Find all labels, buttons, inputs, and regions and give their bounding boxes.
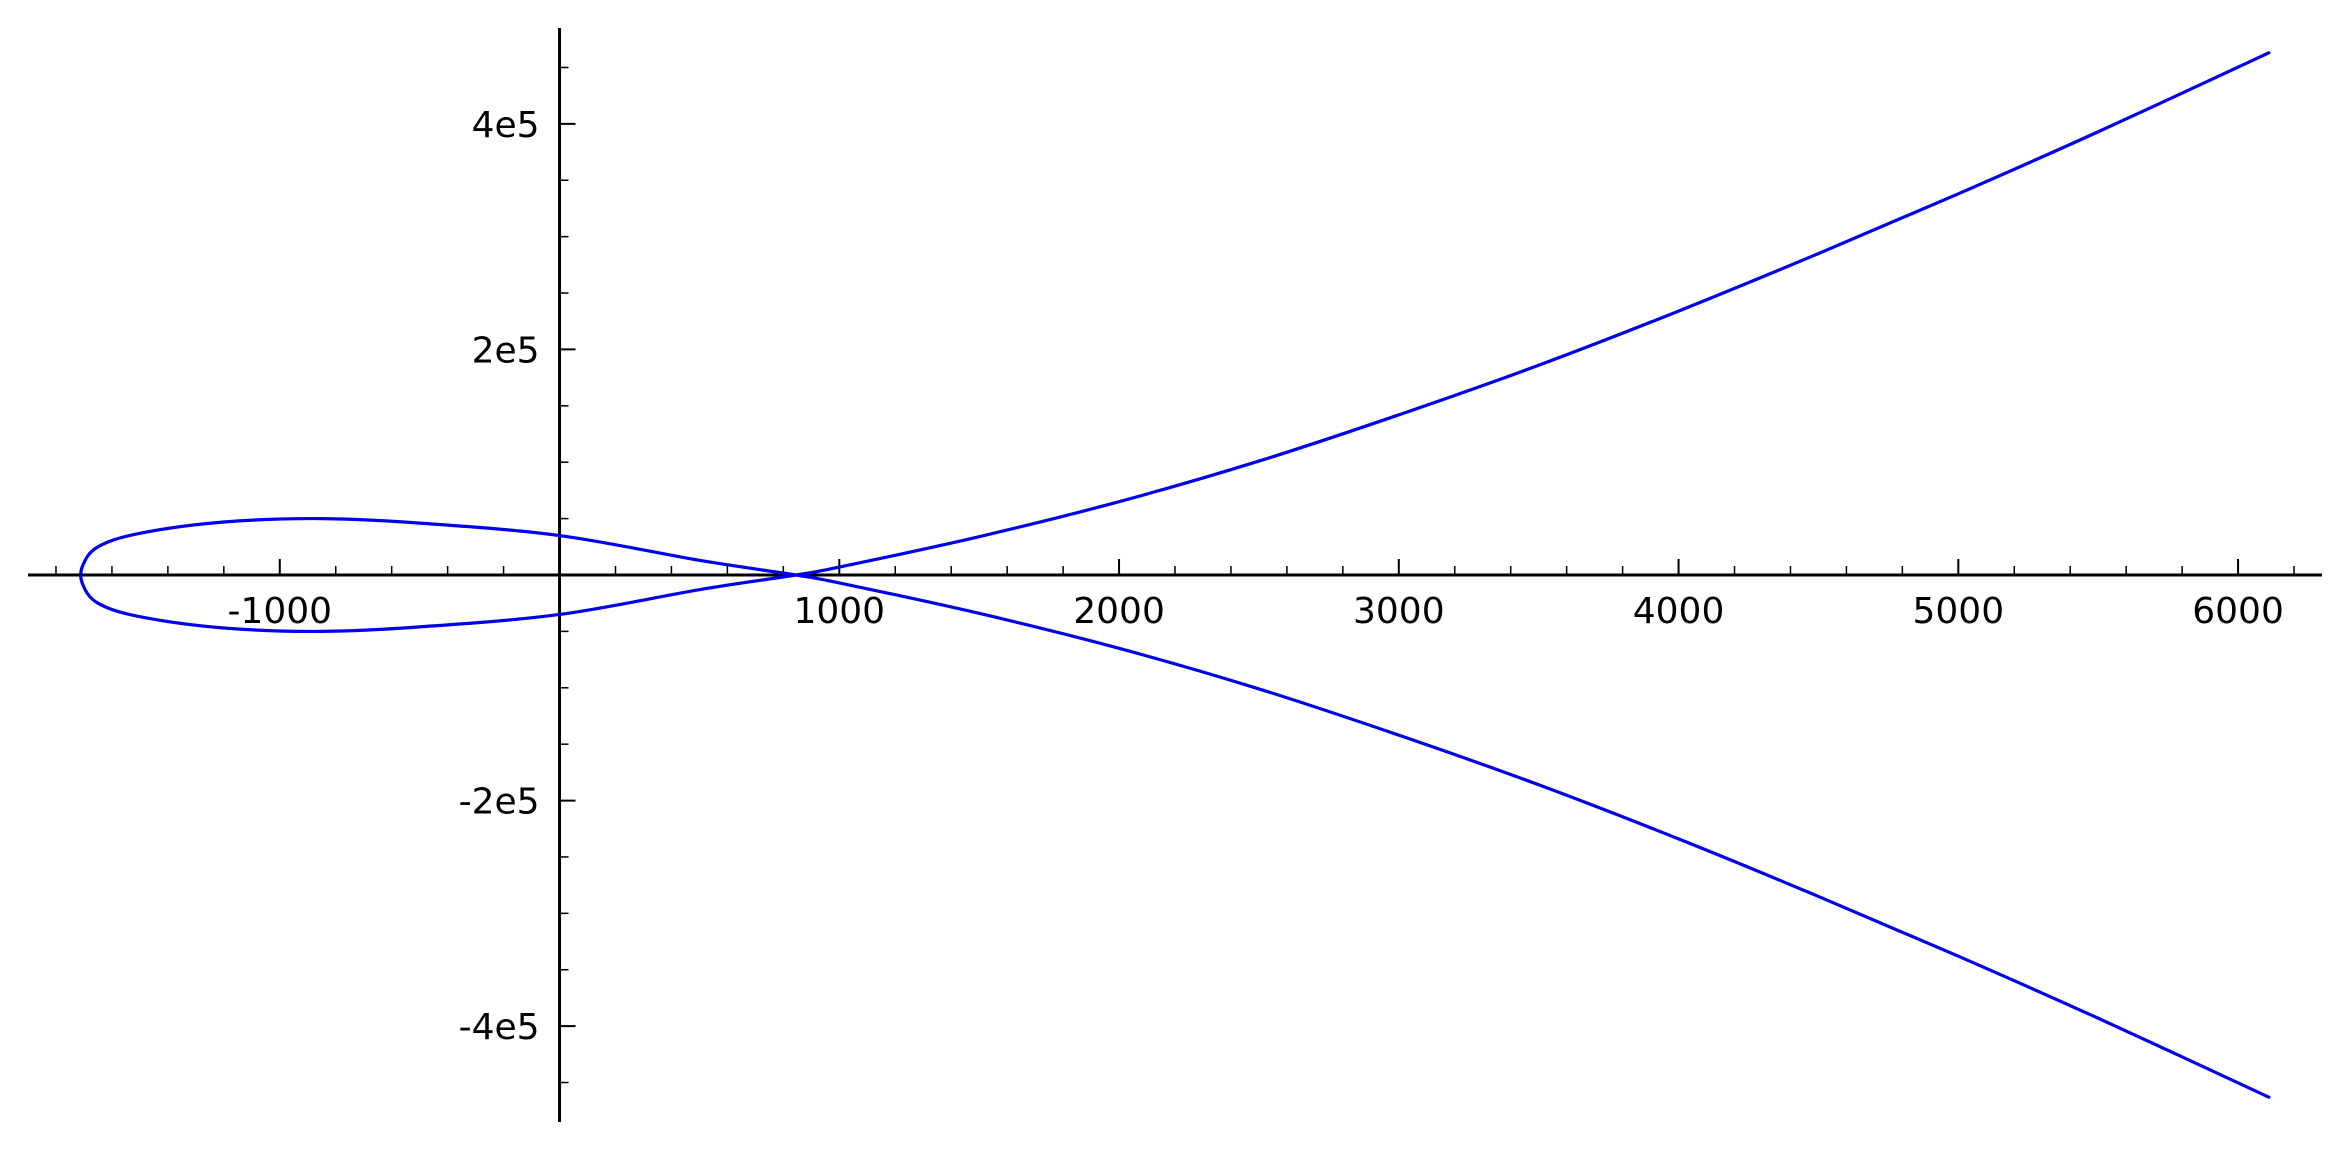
data-curve xyxy=(79,51,2271,1099)
x-tick-label: 6000 xyxy=(2192,591,2284,632)
y-tick-label: -2e5 xyxy=(459,782,540,823)
y-tick-label: 4e5 xyxy=(472,105,540,146)
x-tick-label: 5000 xyxy=(1913,591,2005,632)
x-tick-label: 1000 xyxy=(793,591,885,632)
y-tick-label: 2e5 xyxy=(472,330,540,371)
x-tick-label: 2000 xyxy=(1073,591,1165,632)
x-tick-label: 4000 xyxy=(1633,591,1725,632)
x-tick-label: -1000 xyxy=(227,591,332,632)
major-ticks xyxy=(278,122,2240,1028)
y-tick-label: -4e5 xyxy=(459,1007,540,1048)
tick-labels: -1000 1000 2000 3000 4000 5000 6000 4e5 2e5 -2e5 -… xyxy=(227,105,2283,1048)
x-tick-label: 3000 xyxy=(1353,591,1445,632)
